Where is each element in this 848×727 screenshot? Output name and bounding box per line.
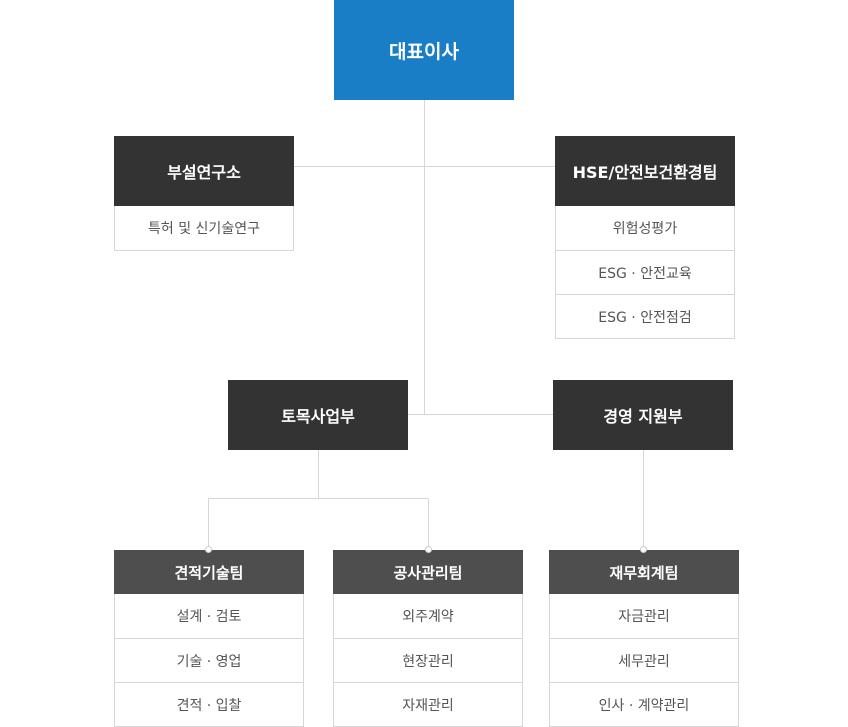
list-item: 위험성평가 — [612, 221, 678, 237]
management-support-label: 경영 지원부 — [603, 407, 683, 426]
hse-team-box: HSE/안전보건환경팀 — [555, 136, 735, 206]
finance-team-box: 재무회계팀 — [549, 550, 739, 594]
finance-team-list: 자금관리 세무관리 인사 · 계약관리 — [549, 594, 739, 727]
research-lab-box: 부설연구소 — [114, 136, 294, 206]
connector-dot — [640, 546, 647, 553]
connector-dot — [205, 546, 212, 553]
construction-team-label: 공사관리팀 — [393, 563, 463, 582]
estimation-team-box: 견적기술팀 — [114, 550, 304, 594]
list-item: 현장관리 — [334, 638, 522, 682]
hse-team-list: 위험성평가 ESG · 안전교육 ESG · 안전점검 — [555, 206, 735, 339]
list-item: 자재관리 — [334, 682, 522, 726]
list-item: 자금관리 — [618, 609, 670, 625]
ceo-box: 대표이사 — [334, 0, 514, 100]
research-lab-label: 부설연구소 — [167, 163, 241, 182]
list-item: 설계 · 검토 — [176, 609, 242, 625]
research-lab-list: 특허 및 신기술연구 — [114, 206, 294, 251]
hse-team-label: HSE/안전보건환경팀 — [572, 163, 718, 182]
list-item: ESG · 안전교육 — [556, 250, 734, 294]
ceo-label: 대표이사 — [389, 40, 459, 63]
management-support-box: 경영 지원부 — [553, 380, 733, 450]
construction-team-box: 공사관리팀 — [333, 550, 523, 594]
list-item: 인사 · 계약관리 — [550, 682, 738, 726]
list-item: 특허 및 신기술연구 — [148, 221, 260, 237]
finance-team-label: 재무회계팀 — [609, 563, 679, 582]
list-item: ESG · 안전점검 — [556, 294, 734, 338]
estimation-team-label: 견적기술팀 — [174, 563, 244, 582]
construction-team-list: 외주계약 현장관리 자재관리 — [333, 594, 523, 727]
list-item: 외주계약 — [402, 609, 454, 625]
civil-division-label: 토목사업부 — [281, 407, 355, 426]
list-item: 견적 · 입찰 — [115, 682, 303, 726]
civil-division-box: 토목사업부 — [228, 380, 408, 450]
connector-dot — [425, 546, 432, 553]
list-item: 세무관리 — [550, 638, 738, 682]
estimation-team-list: 설계 · 검토 기술 · 영업 견적 · 입찰 — [114, 594, 304, 727]
list-item: 기술 · 영업 — [115, 638, 303, 682]
